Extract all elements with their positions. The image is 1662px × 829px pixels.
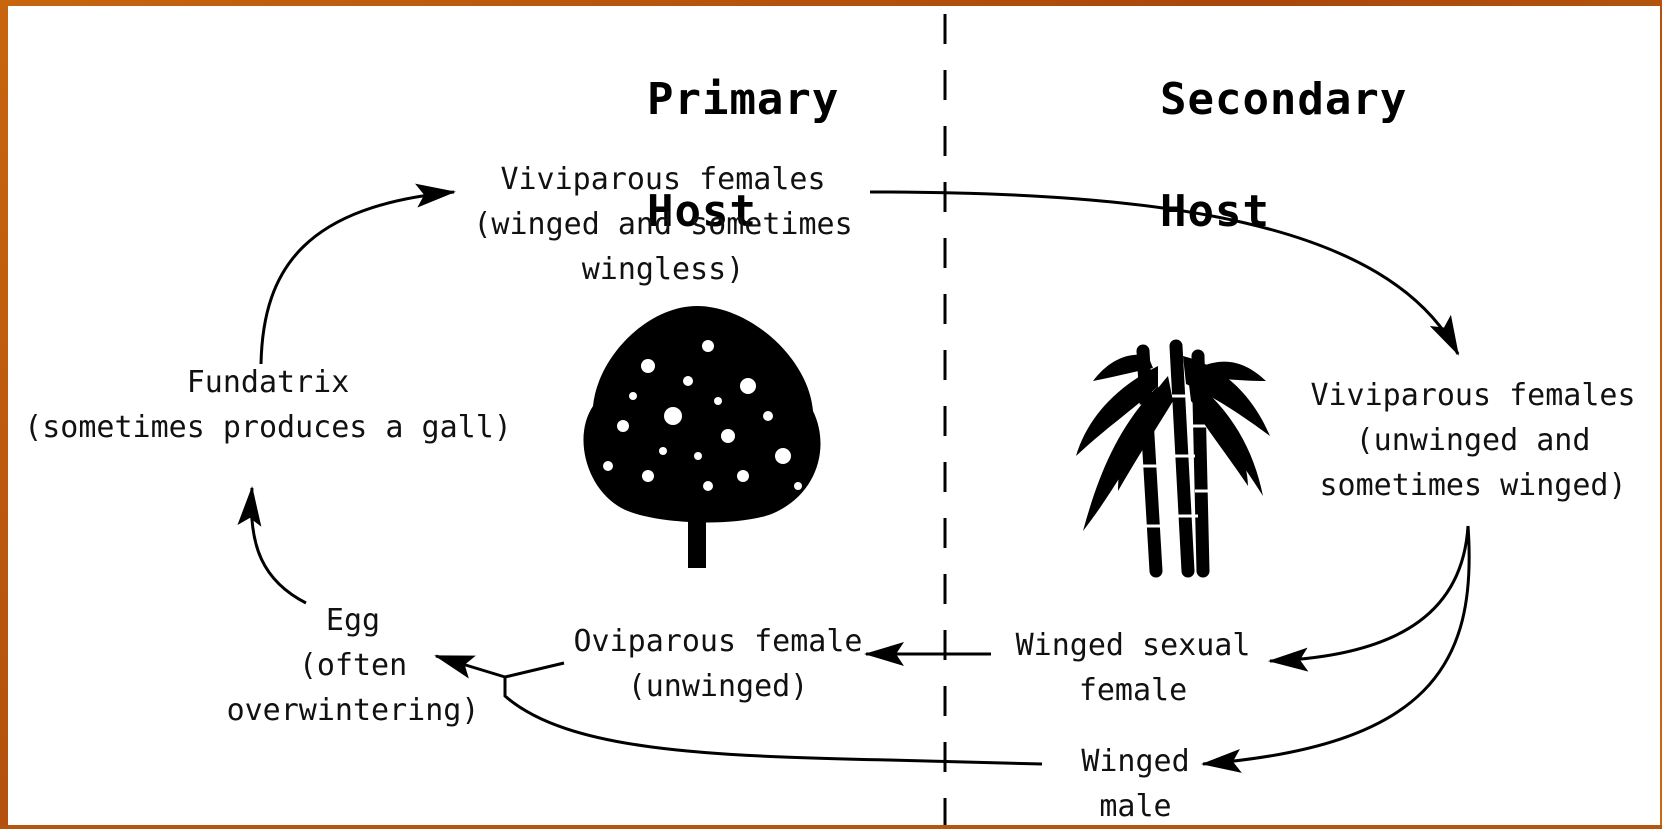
winged-male-line1: Winged — [1048, 739, 1223, 784]
oviparous-line2: (unwinged) — [553, 664, 883, 709]
deciduous-tree-icon — [583, 306, 820, 568]
arrow-viviparous-secondary-to-winged-female — [1270, 526, 1468, 661]
viviparous-primary-line1: Viviparous females — [463, 157, 863, 202]
fundatrix-line2: (sometimes produces a gall) — [23, 405, 513, 450]
viviparous-primary-line3: wingless) — [463, 247, 863, 292]
bamboo-icon — [1076, 346, 1270, 571]
winged-sexual-female-label: Winged sexual female — [998, 623, 1268, 713]
egg-label: Egg (often overwintering) — [203, 598, 503, 733]
arrow-fundatrix-to-viviparous-primary — [261, 192, 454, 364]
fundatrix-label: Fundatrix (sometimes produces a gall) — [23, 360, 513, 450]
winged-female-line1: Winged sexual — [998, 623, 1268, 668]
primary-host-heading-line1: Primary — [647, 74, 839, 125]
secondary-host-heading-line2: Host — [1160, 186, 1270, 237]
oviparous-line1: Oviparous female — [553, 619, 883, 664]
diagram-canvas: Primary Host Secondary Host Viviparous f… — [8, 6, 1660, 825]
secondary-host-heading-line1: Secondary — [1160, 74, 1407, 125]
oviparous-female-label: Oviparous female (unwinged) — [553, 619, 883, 709]
fundatrix-line1: Fundatrix — [23, 360, 513, 405]
egg-line3: overwintering) — [203, 688, 503, 733]
winged-male-line2: male — [1048, 784, 1223, 829]
egg-line2: (often — [203, 643, 503, 688]
viviparous-secondary-line2: (unwinged and — [1293, 418, 1653, 463]
viviparous-females-primary: Viviparous females (winged and sometimes… — [463, 157, 863, 292]
egg-line1: Egg — [203, 598, 503, 643]
viviparous-secondary-line1: Viviparous females — [1293, 373, 1653, 418]
viviparous-primary-line2: (winged and sometimes — [463, 202, 863, 247]
viviparous-secondary-line3: sometimes winged) — [1293, 463, 1653, 508]
secondary-host-heading: Secondary Host — [1050, 16, 1407, 296]
viviparous-females-secondary: Viviparous females (unwinged and sometim… — [1293, 373, 1653, 508]
winged-female-line2: female — [998, 668, 1268, 713]
winged-male-label: Winged male — [1048, 739, 1223, 829]
arrow-egg-to-fundatrix — [251, 488, 306, 603]
